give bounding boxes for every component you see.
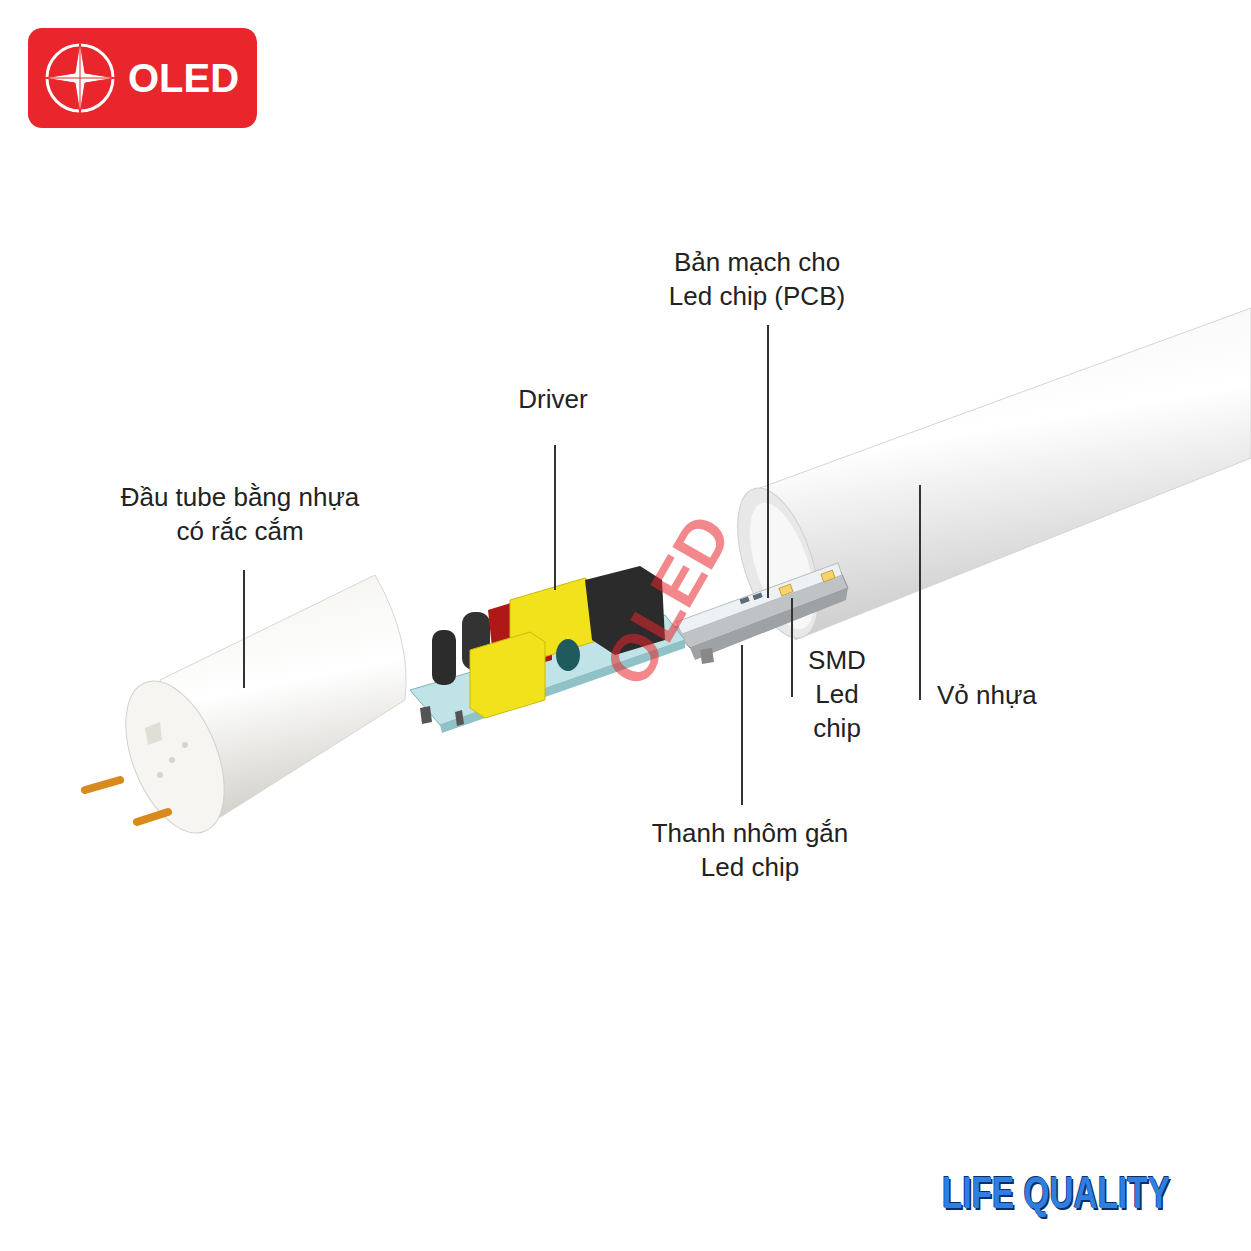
part-label: SMD Led chip [799,643,875,745]
part-label: Driver [493,382,613,416]
part-label-text: Vỏ nhựa [937,680,1037,710]
part-label-text: Thanh nhôm gắn Led chip [652,818,849,882]
part-label: Vỏ nhựa [937,678,1087,712]
part-label: Bản mạch cho Led chip (PCB) [657,245,857,313]
brand-slogan: LIFE QUALITY [942,1168,1170,1218]
part-label: Thanh nhôm gắn Led chip [634,816,866,884]
plastic-end-cap [85,575,406,847]
part-label-text: Bản mạch cho Led chip (PCB) [669,247,845,311]
compass-icon [40,38,120,118]
part-label-text: Đầu tube bằng nhựa có rắc cắm [121,482,360,546]
brand-slogan-text: LIFE QUALITY [942,1168,1170,1217]
logo-text: OLED [128,56,239,101]
part-label-text: SMD Led chip [808,645,866,743]
leader-lines [244,325,920,805]
part-label-text: Driver [518,384,587,414]
part-label: Đầu tube bằng nhựa có rắc cắm [111,480,369,548]
logo-box: OLED [28,28,257,128]
